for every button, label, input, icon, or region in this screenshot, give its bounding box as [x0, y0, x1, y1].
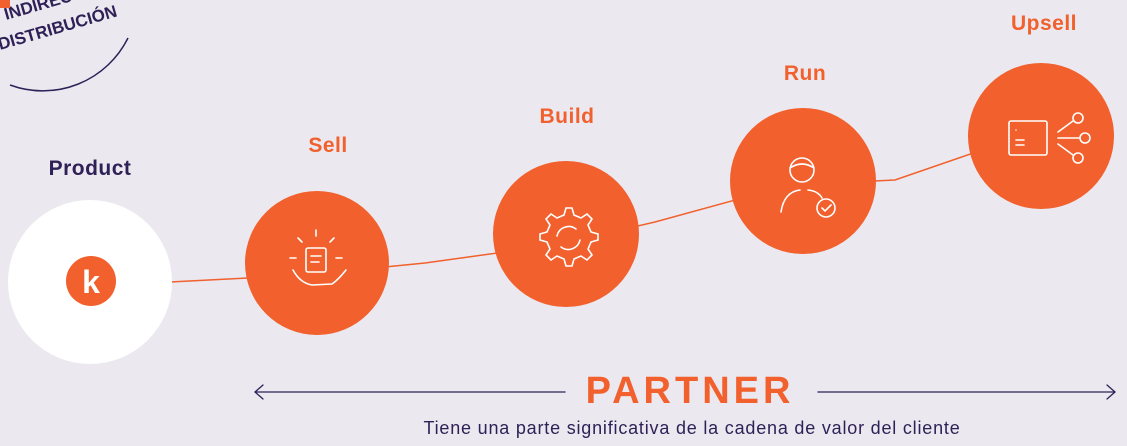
user-check-icon — [780, 157, 836, 218]
step-label-run: Run — [783, 62, 827, 85]
step-sell — [245, 191, 389, 335]
step-upsell — [968, 63, 1114, 209]
badge-accent-mark — [0, 0, 10, 8]
gear-icon — [539, 207, 599, 267]
window-share-icon — [1008, 112, 1091, 164]
step-run — [730, 108, 876, 254]
step-product: k — [8, 200, 172, 364]
distribution-badge: INDIRECTA DISTRIBUCIÓN — [0, 0, 129, 92]
step-label-product: Product — [48, 157, 132, 180]
partner-description: Tiene una parte significativa de la cade… — [423, 418, 961, 438]
step-build — [493, 161, 639, 307]
step-label-sell: Sell — [308, 134, 348, 157]
partner-title: PARTNER — [585, 370, 795, 412]
step-label-upsell: Upsell — [1010, 12, 1078, 35]
step-label-build: Build — [539, 105, 595, 128]
logo-letter: k — [82, 264, 100, 300]
partner-arrow — [254, 384, 1116, 400]
hand-document-icon — [289, 229, 347, 286]
k-logo-icon: k — [66, 256, 116, 306]
